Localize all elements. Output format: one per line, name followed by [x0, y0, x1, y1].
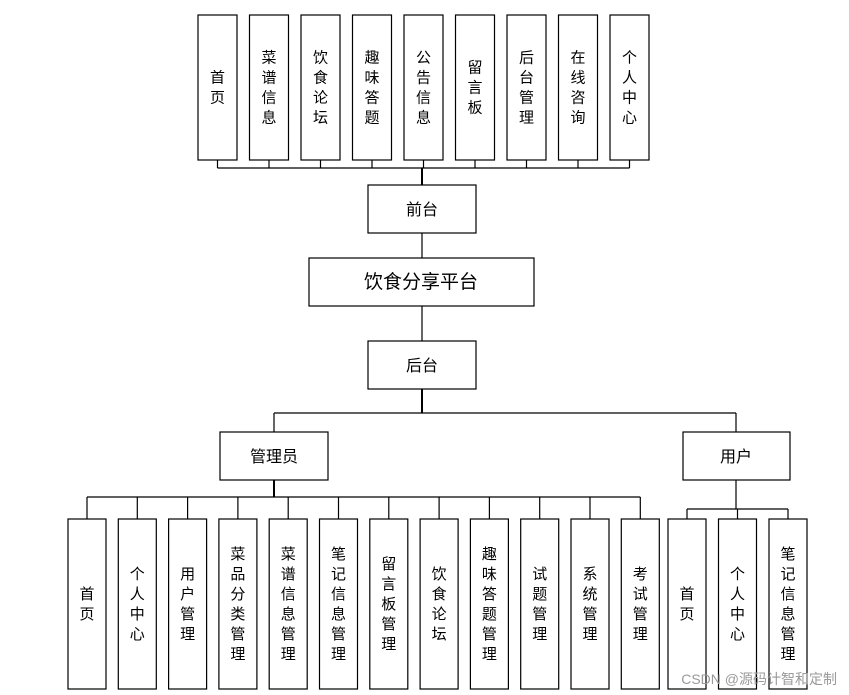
frontend-module-2	[248, 14, 290, 161]
admin-box	[219, 431, 329, 481]
frontend-box	[367, 184, 477, 234]
admin-module-3-label: 用户管理	[180, 565, 195, 643]
admin-module-9	[469, 518, 509, 690]
frontend-module-6-label: 留言板	[467, 59, 482, 117]
admin-module-4-label: 菜品分类管理	[230, 545, 245, 663]
frontend-module-6	[454, 14, 496, 161]
admin-module-11-label: 系统管理	[582, 565, 597, 643]
admin-module-1-label: 首页	[79, 585, 94, 623]
frontend-label: 前台	[406, 200, 438, 219]
admin-module-1	[67, 518, 107, 690]
admin-label: 管理员	[250, 447, 298, 466]
user-modules: 首页 个人中心 笔记信息管理	[667, 518, 808, 690]
backend-box	[367, 340, 477, 390]
admin-module-7	[369, 518, 409, 690]
frontend-module-1-label: 首页	[210, 69, 225, 107]
frontend-modules: 首页 菜谱信息 饮食论坛 趣味答题 公告信息 留言板 后台管理 在线咨询 个人中心	[197, 14, 650, 161]
connector-lines	[86, 160, 789, 519]
admin-module-12	[620, 518, 660, 690]
user-box	[682, 431, 791, 481]
watermark: CSDN @源码计智和定制	[681, 671, 837, 687]
admin-module-5-label: 菜谱信息管理	[281, 545, 296, 663]
frontend-module-1	[197, 14, 238, 161]
admin-module-8-label: 饮食论坛	[432, 565, 447, 643]
user-label: 用户	[720, 447, 752, 466]
frontend-module-4-label: 趣味答题	[364, 49, 379, 127]
admin-module-9-label: 趣味答题管理	[482, 545, 497, 663]
admin-module-2-label: 个人中心	[130, 565, 145, 643]
user-module-3	[768, 518, 808, 690]
admin-module-8	[419, 518, 459, 690]
user-module-1	[667, 518, 707, 690]
admin-module-11	[570, 518, 610, 690]
frontend-module-7	[506, 14, 547, 161]
admin-module-6	[318, 518, 359, 690]
frontend-module-4	[351, 14, 393, 161]
frontend-module-7-label: 后台管理	[519, 49, 534, 127]
frontend-module-5	[403, 14, 444, 161]
frontend-module-9-label: 个人中心	[622, 49, 637, 127]
user-module-3-label: 笔记信息管理	[780, 545, 795, 663]
user-module-2-label: 个人中心	[730, 565, 745, 643]
admin-module-3	[168, 518, 208, 690]
frontend-module-3-label: 饮食论坛	[313, 49, 328, 127]
backend-label: 后台	[406, 356, 438, 375]
admin-module-10-label: 试题管理	[532, 565, 547, 643]
admin-module-10	[520, 518, 560, 690]
admin-module-6-label: 笔记信息管理	[331, 545, 346, 663]
admin-module-4	[218, 518, 258, 690]
frontend-module-5-label: 公告信息	[416, 49, 431, 127]
frontend-module-8	[557, 14, 599, 161]
frontend-module-9	[609, 14, 650, 161]
frontend-module-3	[300, 14, 341, 161]
frontend-module-8-label: 在线咨询	[570, 49, 585, 127]
admin-module-7-label: 留言板管理	[381, 555, 396, 653]
admin-module-2	[117, 518, 157, 690]
user-module-1-label: 首页	[679, 585, 694, 623]
user-module-2	[717, 518, 758, 690]
admin-module-12-label: 考试管理	[633, 565, 648, 643]
frontend-module-2-label: 菜谱信息	[261, 49, 276, 127]
root-label: 饮食分享平台	[364, 271, 478, 293]
admin-modules: 首页 个人中心 用户管理 菜品分类管理 菜谱信息管理 笔记信息管理 留言板管理 饮食论坛 趣味答…	[67, 518, 660, 690]
admin-module-5	[268, 518, 308, 690]
root-box	[308, 257, 535, 307]
